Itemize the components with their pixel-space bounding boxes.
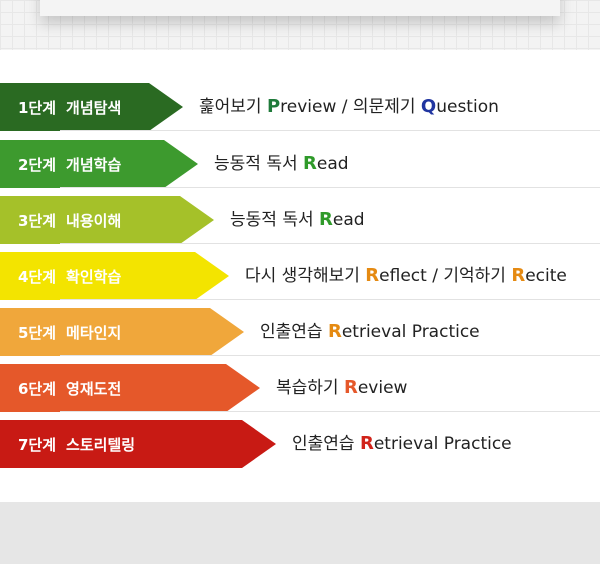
- highlight-letter: R: [327, 321, 342, 342]
- description-text: eflect / 기억하기: [379, 266, 512, 286]
- row-divider: [60, 299, 600, 300]
- description-text: ead: [332, 210, 365, 230]
- step-title: 영재도전: [66, 379, 122, 398]
- description-text: 다시 생각해보기: [245, 266, 366, 286]
- step-description: 복습하기 Review: [276, 364, 407, 412]
- step-number: 7단계: [18, 435, 57, 454]
- step-arrow: 2단계 개념학습: [0, 140, 198, 188]
- step-row-2: 2단계 개념학습 능동적 독서 Read: [0, 140, 600, 188]
- step-row-1: 1단계 개념탐색 훑어보기 Preview / 의문제기 Question: [0, 83, 600, 131]
- step-arrow: 4단계 확인학습: [0, 252, 229, 300]
- description-text: 인출연습: [260, 322, 328, 342]
- highlight-letter: Q: [420, 96, 437, 117]
- step-row-3: 3단계 내용이해 능동적 독서 Read: [0, 196, 600, 244]
- step-title: 확인학습: [66, 267, 122, 286]
- step-description: 인출연습 Retrieval Practice: [260, 308, 480, 356]
- step-number: 3단계: [18, 211, 57, 230]
- highlight-letter: R: [319, 209, 333, 230]
- step-number: 1단계: [18, 98, 57, 117]
- step-number: 4단계: [18, 267, 57, 286]
- row-divider: [60, 187, 600, 188]
- highlight-letter: R: [359, 433, 374, 454]
- step-description: 인출연습 Retrieval Practice: [292, 420, 512, 468]
- description-text: 인출연습: [292, 434, 360, 454]
- description-text: 능동적 독서: [214, 154, 304, 174]
- row-divider: [60, 130, 600, 131]
- step-title: 메타인지: [66, 323, 122, 342]
- bottom-band: [0, 502, 600, 564]
- step-arrow: 5단계 메타인지: [0, 308, 244, 356]
- description-text: uestion: [436, 97, 499, 117]
- step-row-6: 6단계 영재도전 복습하기 Review: [0, 364, 600, 412]
- step-row-4: 4단계 확인학습 다시 생각해보기 Reflect / 기억하기 Recite: [0, 252, 600, 300]
- row-divider: [60, 243, 600, 244]
- highlight-letter: P: [266, 96, 281, 117]
- step-title: 개념학습: [66, 155, 122, 174]
- description-text: review / 의문제기: [280, 97, 421, 117]
- row-divider: [60, 411, 600, 412]
- step-arrow: 1단계 개념탐색: [0, 83, 183, 131]
- description-text: 복습하기: [276, 378, 344, 398]
- description-text: eview: [357, 378, 408, 398]
- description-text: etrieval Practice: [341, 322, 480, 342]
- highlight-letter: R: [343, 377, 358, 398]
- description-text: 능동적 독서: [230, 210, 320, 230]
- row-divider: [60, 355, 600, 356]
- step-title: 내용이해: [66, 211, 122, 230]
- step-number: 2단계: [18, 155, 57, 174]
- step-row-7: 7단계 스토리텔링 인출연습 Retrieval Practice: [0, 420, 600, 468]
- step-arrow: 3단계 내용이해: [0, 196, 214, 244]
- highlight-letter: R: [511, 265, 526, 286]
- step-description: 다시 생각해보기 Reflect / 기억하기 Recite: [245, 252, 567, 300]
- step-arrow: 7단계 스토리텔링: [0, 420, 276, 468]
- step-row-5: 5단계 메타인지 인출연습 Retrieval Practice: [0, 308, 600, 356]
- highlight-letter: R: [365, 265, 380, 286]
- step-arrow: 6단계 영재도전: [0, 364, 260, 412]
- step-number: 6단계: [18, 379, 57, 398]
- top-card: [40, 0, 560, 16]
- description-text: 훑어보기: [199, 97, 267, 117]
- description-text: ead: [316, 154, 349, 174]
- step-title: 스토리텔링: [66, 435, 136, 454]
- description-text: ecite: [525, 266, 567, 286]
- step-description: 능동적 독서 Read: [230, 196, 365, 244]
- description-text: etrieval Practice: [373, 434, 512, 454]
- step-description: 훑어보기 Preview / 의문제기 Question: [199, 83, 499, 131]
- step-number: 5단계: [18, 323, 57, 342]
- step-title: 개념탐색: [66, 98, 122, 117]
- highlight-letter: R: [303, 153, 317, 174]
- step-description: 능동적 독서 Read: [214, 140, 349, 188]
